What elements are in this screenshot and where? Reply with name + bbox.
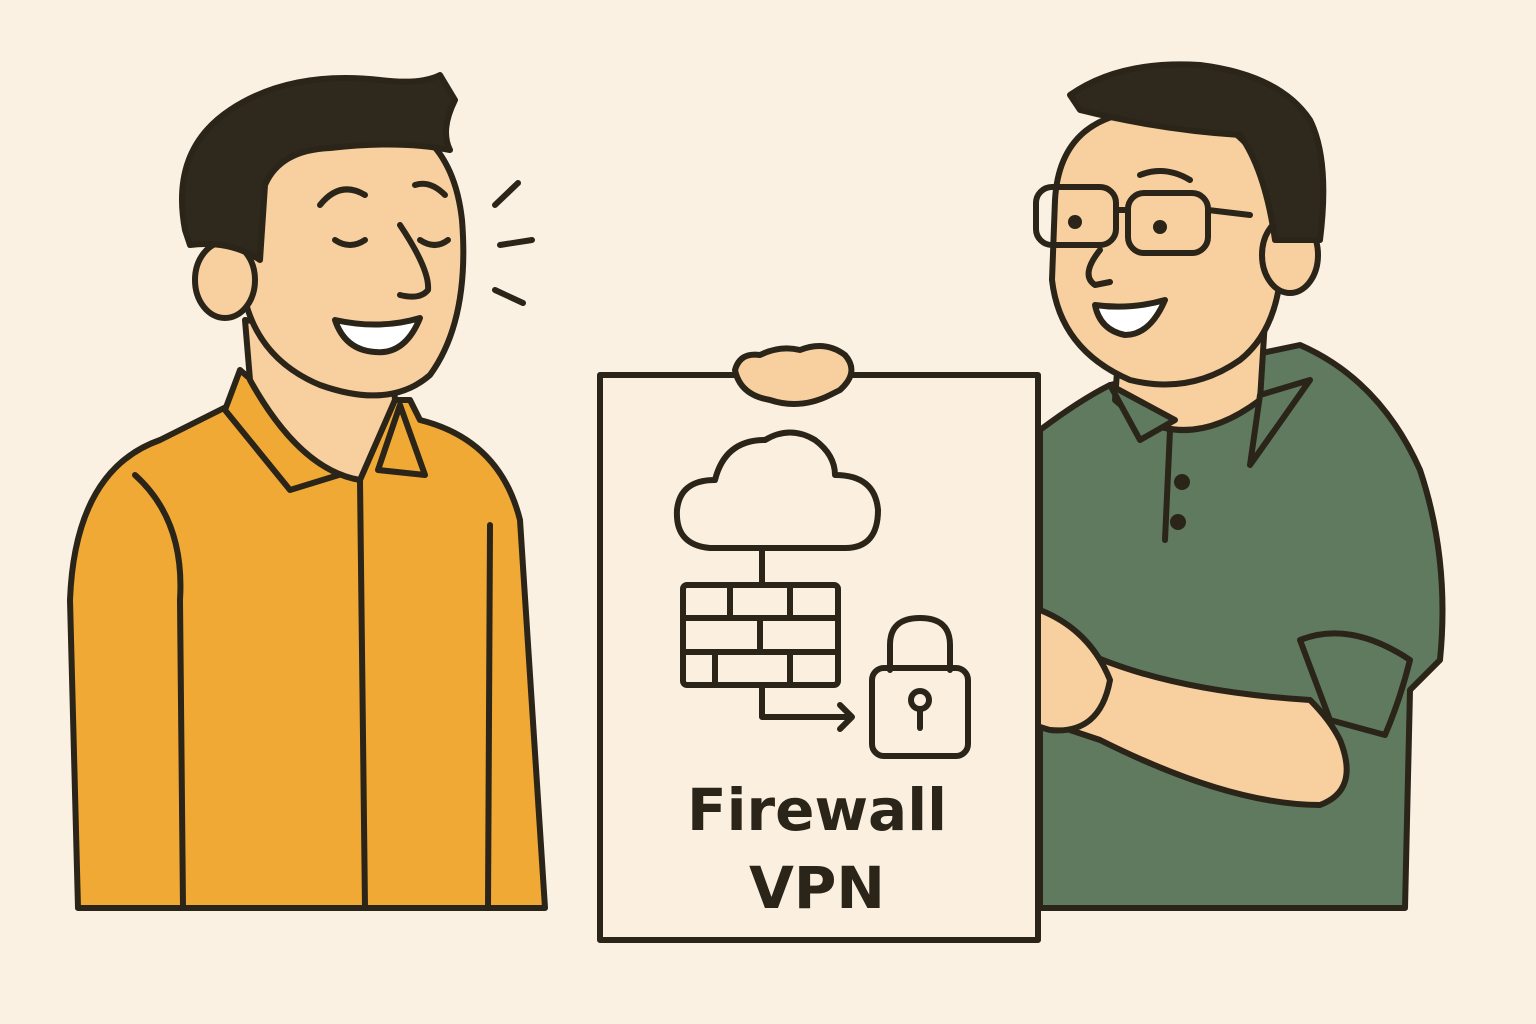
cloud-icon (673, 429, 881, 551)
left-hair (179, 72, 458, 263)
sign-line-firewall: Firewall (687, 776, 947, 844)
right-shirt (1037, 342, 1446, 911)
arrow-right-icon (759, 682, 855, 732)
right-arm (1037, 637, 1350, 808)
glasses-icon (1033, 184, 1253, 256)
right-mouth (1092, 297, 1168, 338)
left-mouth (332, 315, 423, 356)
right-hair (1067, 61, 1327, 243)
sign-line-vpn: VPN (749, 854, 885, 922)
padlock-icon (869, 615, 971, 759)
sign-board: Firewall VPN (597, 343, 1041, 943)
holding-hand (732, 343, 855, 407)
left-person (67, 72, 548, 911)
